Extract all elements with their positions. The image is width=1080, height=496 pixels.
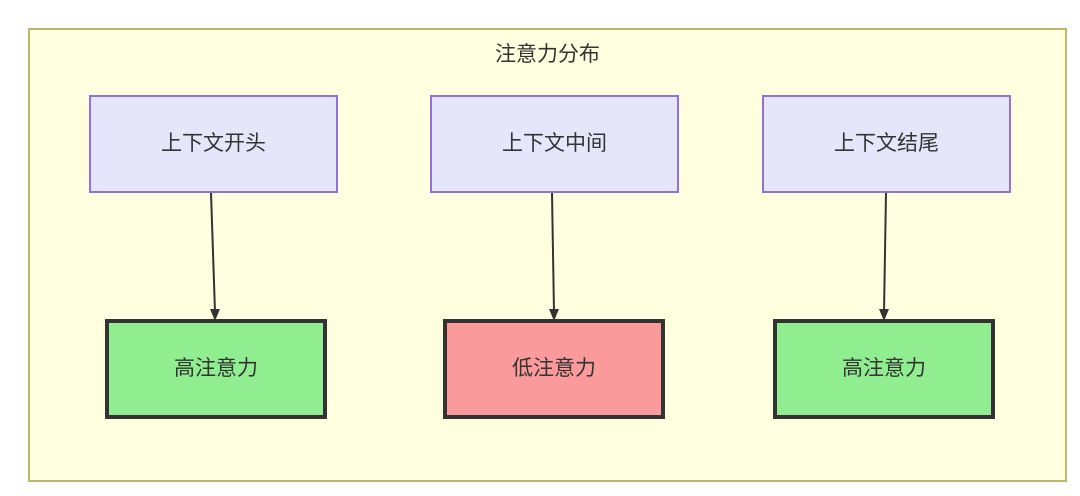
diagram-cluster-attention-distribution: 注意力分布 上下文开头 上下文中间 上下文结尾 xyxy=(28,28,1067,482)
node-low-attention-middle[interactable]: 低注意力 xyxy=(443,319,665,419)
edge-layer xyxy=(210,192,889,321)
edge-ctx-start-to-high xyxy=(210,192,220,321)
node-context-start-label: 上下文开头 xyxy=(161,132,266,156)
edge-ctx-middle-to-low xyxy=(549,192,559,321)
edge-ctx-end-to-high xyxy=(879,192,889,321)
diagram-title: 注意力分布 xyxy=(495,43,600,66)
node-context-middle-label: 上下文中间 xyxy=(502,132,607,156)
node-high-attention-end-label: 高注意力 xyxy=(842,357,926,381)
node-high-attention-start[interactable]: 高注意力 xyxy=(105,319,327,419)
node-low-attention-middle-label: 低注意力 xyxy=(512,357,596,381)
node-high-attention-end[interactable]: 高注意力 xyxy=(773,319,995,419)
node-context-end[interactable]: 上下文结尾 xyxy=(762,95,1011,193)
node-context-start[interactable]: 上下文开头 xyxy=(89,95,338,193)
node-context-end-label: 上下文结尾 xyxy=(834,132,939,156)
node-context-middle[interactable]: 上下文中间 xyxy=(430,95,679,193)
node-high-attention-start-label: 高注意力 xyxy=(174,357,258,381)
